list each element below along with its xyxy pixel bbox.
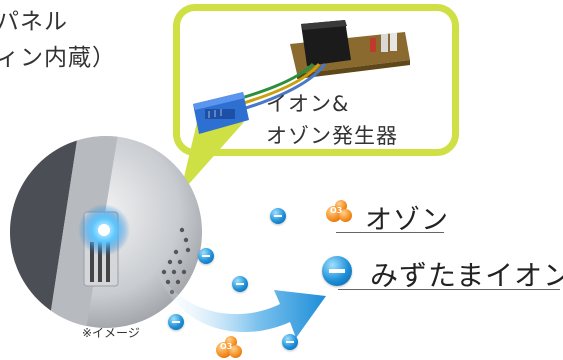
ozone-legend-icon: O3 <box>326 200 352 222</box>
negative-ion-icon <box>198 248 214 264</box>
generator-caption-line-2: オゾン発生器 <box>266 124 398 148</box>
generator-caption-line-1: イオン& <box>266 92 350 116</box>
panel-description: パネル ィン内蔵） <box>0 4 146 76</box>
panel-description-line-1: パネル <box>0 9 68 35</box>
negative-ion-icon <box>232 276 248 292</box>
flow-arrow-icon <box>154 264 326 338</box>
generator-caption: イオン& オゾン発生器 <box>266 88 398 152</box>
negative-ion-icon <box>282 334 298 350</box>
panel-description-line-2: ィン内蔵） <box>0 45 116 71</box>
ozone-molecule-icon: O3 <box>216 336 242 358</box>
ion-label: みずたまイオン <box>370 259 563 292</box>
callout-pointer <box>180 118 244 194</box>
image-note: ※イメージ <box>82 326 140 340</box>
negative-ion-icon <box>270 208 286 224</box>
panel-closeup-image <box>10 136 202 328</box>
ozone-label-underline <box>336 232 444 233</box>
negative-ion-icon <box>168 314 184 330</box>
negative-ion-legend-icon <box>322 256 352 286</box>
ozone-symbol: O3 <box>220 342 233 351</box>
ion-label-underline <box>338 289 560 290</box>
ozone-symbol: O3 <box>330 206 343 215</box>
generator-board-image <box>193 20 410 134</box>
ozone-label: オゾン <box>365 205 449 236</box>
